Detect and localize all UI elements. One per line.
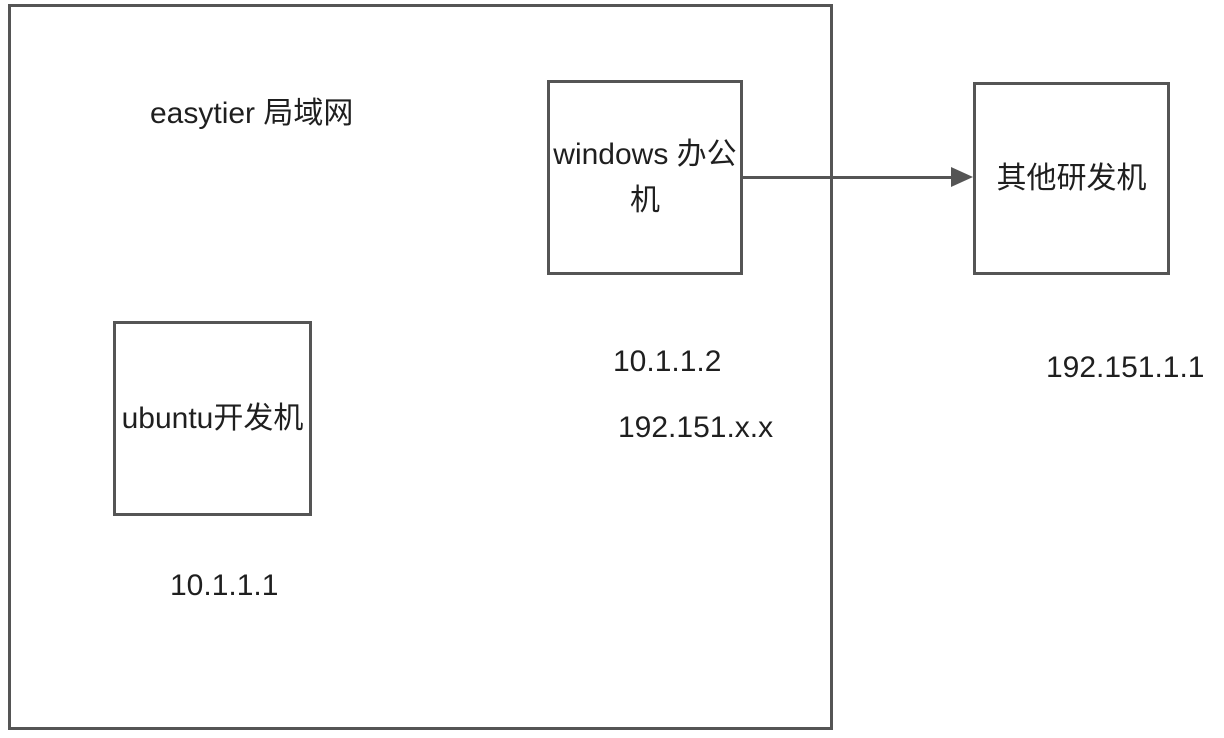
arrow-windows-to-other xyxy=(743,167,973,187)
node-other-rd-label: 其他研发机 xyxy=(996,161,1147,195)
node-ubuntu-dev: ubuntu开发机 xyxy=(113,321,312,516)
ip-label-windows-secondary: 192.151.x.x xyxy=(618,411,774,444)
arrow-line xyxy=(743,176,953,179)
node-other-rd: 其他研发机 xyxy=(973,82,1170,275)
arrow-head-icon xyxy=(951,167,973,187)
ip-label-ubuntu: 10.1.1.1 xyxy=(170,569,279,602)
lan-title: easytier 局域网 xyxy=(150,97,354,130)
node-windows-office: windows 办公机 xyxy=(547,80,743,275)
ip-label-windows-primary: 10.1.1.2 xyxy=(613,345,722,378)
node-windows-office-label: windows 办公机 xyxy=(553,137,737,217)
node-ubuntu-dev-label: ubuntu开发机 xyxy=(121,401,304,435)
ip-label-other-rd: 192.151.1.1 xyxy=(1046,351,1205,384)
